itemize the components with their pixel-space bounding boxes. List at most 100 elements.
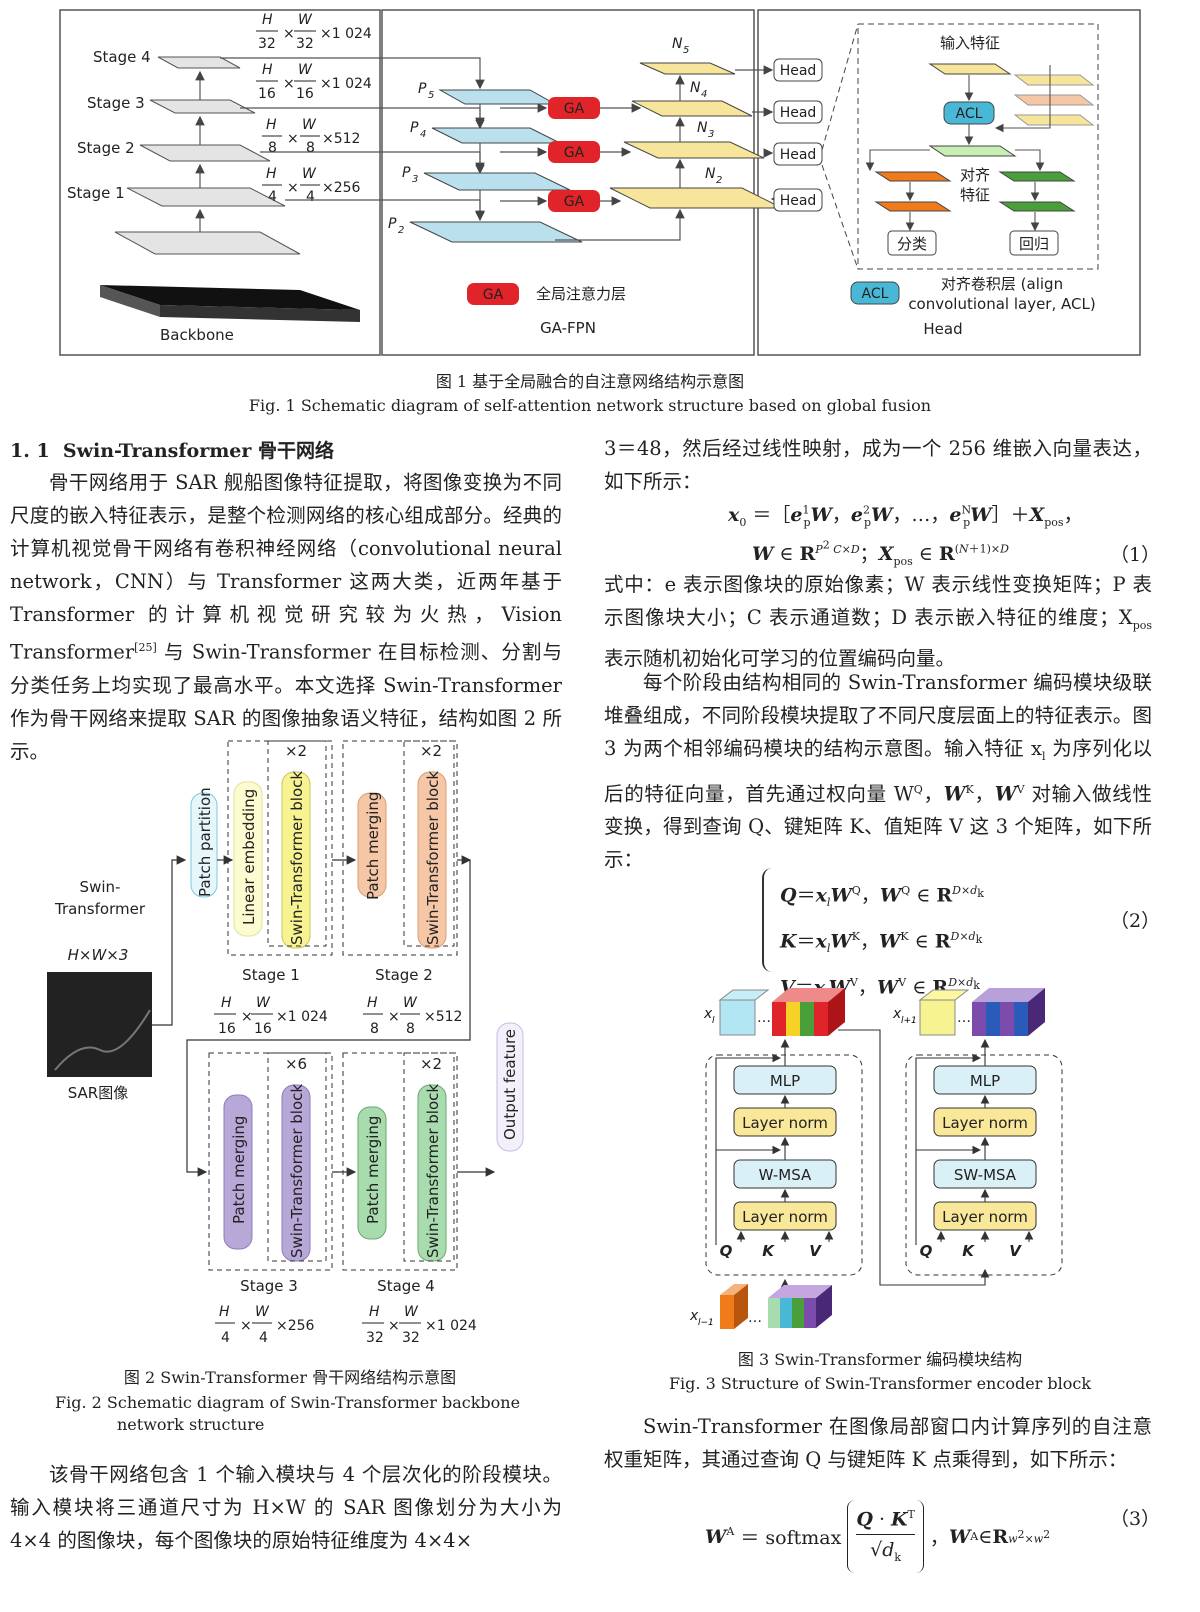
svg-text:×2: ×2	[285, 742, 307, 760]
svg-text:8: 8	[268, 140, 277, 156]
svg-text:P: P	[418, 81, 427, 97]
ga-legend-label: 全局注意力层	[536, 285, 626, 303]
svg-text:×1 024: ×1 024	[425, 1318, 477, 1334]
svg-text:W: W	[298, 62, 313, 78]
svg-text:×: ×	[240, 1318, 252, 1334]
svg-text:H: H	[369, 1304, 380, 1320]
left-paragraph-2: 该骨干网络包含 1 个输入模块与 4 个层次化的阶段模块。输入模块将三通道尺寸为…	[10, 1463, 562, 1552]
svg-text:4: 4	[259, 1330, 268, 1346]
svg-text:N: N	[697, 120, 708, 136]
svg-text:Head: Head	[780, 105, 817, 121]
svg-text:W: W	[403, 995, 418, 1011]
svg-text:×2: ×2	[420, 742, 442, 760]
section-heading: 1. 1 Swin-Transformer 骨干网络	[10, 440, 335, 462]
fig2-caption-en: Fig. 2 Schematic diagram of Swin-Transfo…	[55, 1393, 521, 1434]
svg-text:32: 32	[402, 1330, 420, 1346]
svg-text:Q: Q	[920, 1242, 933, 1260]
svg-text:×2: ×2	[420, 1055, 442, 1073]
svg-text:SW-MSA: SW-MSA	[954, 1166, 1017, 1184]
svg-text:×6: ×6	[285, 1055, 307, 1073]
svg-text:8: 8	[406, 1021, 415, 1037]
svg-text:×: ×	[287, 131, 299, 147]
svg-text:…: …	[957, 1010, 971, 1026]
equation-2-brace	[762, 868, 774, 972]
svg-text:P: P	[388, 216, 397, 232]
svg-text:16: 16	[258, 86, 276, 102]
svg-text:K: K	[962, 1242, 975, 1260]
svg-text:Swin-: Swin-	[80, 878, 121, 896]
svg-text:H: H	[266, 117, 277, 133]
svg-text:H: H	[221, 995, 232, 1011]
left-paragraph-1: 骨干网络用于 SAR 舰船图像特征提取，将图像变换为不同尺度的嵌入特征表示，是整…	[10, 471, 562, 763]
svg-text:x: x	[690, 1308, 699, 1324]
svg-text:4: 4	[306, 189, 315, 205]
svg-text:2: 2	[716, 175, 722, 186]
svg-text:×: ×	[283, 26, 295, 42]
sar-image-label: SAR图像	[68, 1084, 128, 1102]
input-feature-label: 输入特征	[940, 34, 1000, 52]
svg-text:Layer norm: Layer norm	[942, 1208, 1028, 1226]
fig3-caption-cn: 图 3 Swin-Transformer 编码模块结构	[737, 1350, 1023, 1369]
svg-text:3: 3	[412, 174, 418, 185]
svg-text:Layer norm: Layer norm	[942, 1114, 1028, 1132]
svg-text:ACL: ACL	[862, 286, 889, 302]
svg-text:3: 3	[708, 129, 714, 140]
svg-text:2: 2	[398, 225, 404, 236]
fig1-caption-cn: 图 1 基于全局融合的自注意网络结构示意图	[435, 372, 745, 391]
svg-text:l+1: l+1	[901, 1016, 917, 1026]
svg-text:H: H	[219, 1304, 230, 1320]
svg-text:K: K	[762, 1242, 775, 1260]
svg-text:H×W×3: H×W×3	[68, 946, 129, 964]
svg-text:Stage 2: Stage 2	[375, 966, 433, 984]
svg-text:Head: Head	[780, 147, 817, 163]
svg-text:H: H	[262, 12, 273, 28]
svg-text:Head: Head	[780, 193, 817, 209]
svg-text:Q: Q	[720, 1242, 733, 1260]
svg-text:Patch merging: Patch merging	[230, 1116, 248, 1224]
stage-4-label: Stage 4	[93, 48, 151, 66]
stage-3-label: Stage 3	[87, 94, 145, 112]
svg-text:×1 024: ×1 024	[320, 26, 372, 42]
svg-text:4: 4	[420, 129, 426, 140]
equation-1-line-1: x0 ＝［e1pW，e2pW，…，eNpW］＋Xpos，	[728, 503, 1083, 529]
svg-text:H: H	[266, 166, 277, 182]
svg-text:5: 5	[428, 90, 434, 101]
equation-1-line-2: W ∈ RP2 C×D；Xpos ∈ R(N＋1)×D	[752, 538, 1009, 568]
svg-text:N: N	[705, 166, 716, 182]
right-paragraph-2: 每个阶段由结构相同的 Swin-Transformer 编码模块级联堆叠组成，不…	[604, 671, 1152, 872]
stage-2-label: Stage 2	[77, 139, 135, 157]
svg-text:W: W	[298, 12, 313, 28]
svg-text:16: 16	[254, 1021, 272, 1037]
backbone-label: Backbone	[160, 326, 234, 344]
svg-text:Layer norm: Layer norm	[742, 1208, 828, 1226]
svg-text:Stage 4: Stage 4	[377, 1277, 435, 1295]
svg-text:×256: ×256	[322, 180, 361, 196]
svg-text:N: N	[690, 80, 701, 96]
svg-text:32: 32	[296, 36, 314, 52]
svg-text:对齐: 对齐	[960, 166, 990, 184]
svg-text:l: l	[712, 1016, 715, 1026]
fig3-caption-en: Fig. 3 Structure of Swin-Transformer enc…	[668, 1374, 1092, 1393]
svg-text:convolutional layer, ACL): convolutional layer, ACL)	[908, 295, 1095, 313]
svg-text:GA: GA	[564, 194, 585, 210]
svg-text:Layer norm: Layer norm	[742, 1114, 828, 1132]
svg-text:W: W	[302, 117, 317, 133]
svg-text:W: W	[256, 995, 271, 1011]
svg-text:Patch merging: Patch merging	[364, 792, 382, 900]
svg-text:GA: GA	[564, 101, 585, 117]
svg-text:Swin-Transformer block: Swin-Transformer block	[424, 771, 442, 945]
svg-text:×: ×	[283, 76, 295, 92]
svg-text:W: W	[404, 1304, 419, 1320]
svg-text:×: ×	[388, 1009, 400, 1025]
svg-text:l−1: l−1	[698, 1318, 714, 1328]
svg-text:H: H	[367, 995, 378, 1011]
svg-text:P: P	[402, 165, 411, 181]
svg-text:Swin-Transformer block: Swin-Transformer block	[424, 1084, 442, 1258]
svg-text:16: 16	[218, 1021, 236, 1037]
svg-text:Output feature: Output feature	[501, 1029, 519, 1140]
svg-text:V: V	[1009, 1242, 1022, 1260]
svg-text:N: N	[672, 36, 683, 52]
svg-text:16: 16	[296, 86, 314, 102]
